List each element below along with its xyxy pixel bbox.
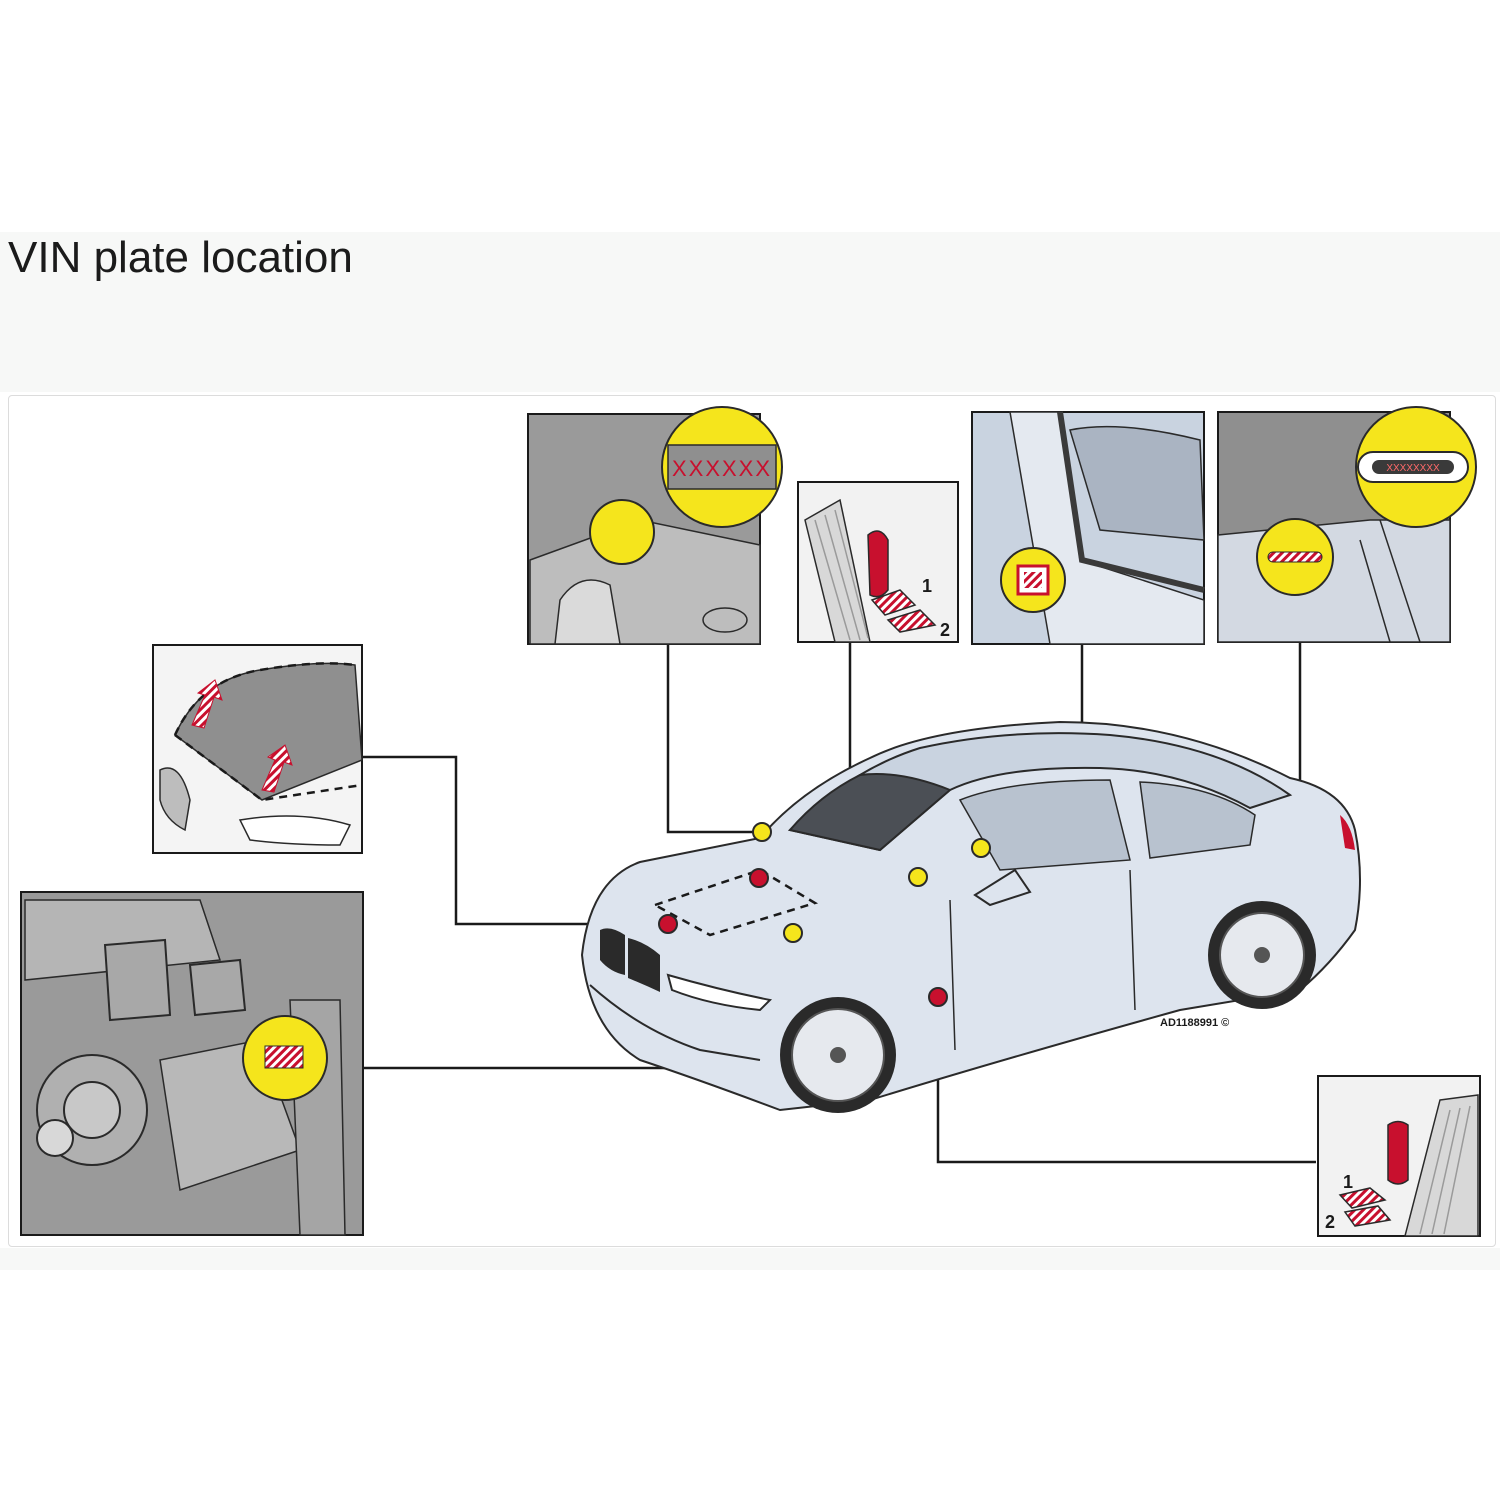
leader-line-hood [362,755,668,926]
panel-engine-block [20,891,364,1236]
vin-placeholder-large: XXXXXX [672,456,772,481]
car-windshield [788,773,952,852]
floor-front-callout-1: 1 [922,576,932,596]
rear-wheel [1208,901,1316,1009]
panel-hood-release [152,644,363,854]
front-wheel [780,997,896,1113]
reference-code: AD1188991 © [1160,1017,1229,1029]
panel-engine-bay-strut: XXXXXX [527,406,783,645]
marker-pillar-yellow [971,838,991,858]
location-markers [658,822,991,1007]
hood-dashed-region [651,868,819,937]
panel-windshield-plate: XXXXXXXX [1217,406,1477,643]
marker-windshield-yellow [908,867,928,887]
panel-b-pillar-label [971,411,1205,645]
floor-rear-callout-2: 2 [1325,1212,1335,1232]
marker-strut-yellow [752,822,772,842]
car-cabin [788,732,1293,852]
marker-floor-front-red [749,868,769,888]
marker-hood-red [658,914,678,934]
page-title: VIN plate location [8,233,353,282]
footer-band [0,1248,1500,1270]
strut-small-yellow-circle [589,499,655,565]
floor-front-callout-2: 2 [940,620,950,640]
panel-rear-floor-cover: 1 2 [1317,1075,1481,1237]
car-illustration: AD1188991 © [580,720,1361,1113]
hood-arrow-right [261,744,293,793]
header-band [0,232,1500,392]
hood-arrow-left [191,679,223,729]
car-side-windows [958,779,1131,871]
marker-floor-rear-red [928,987,948,1007]
car-headlight [666,973,773,1012]
car-grille [600,928,625,975]
vin-placeholder-small: XXXXXXXX [1386,463,1440,474]
panel-front-floor-cover: 1 2 [797,481,959,643]
leader-line-strut [666,643,760,834]
floor-rear-callout-1: 1 [1343,1172,1353,1192]
marker-engine-yellow [783,923,803,943]
